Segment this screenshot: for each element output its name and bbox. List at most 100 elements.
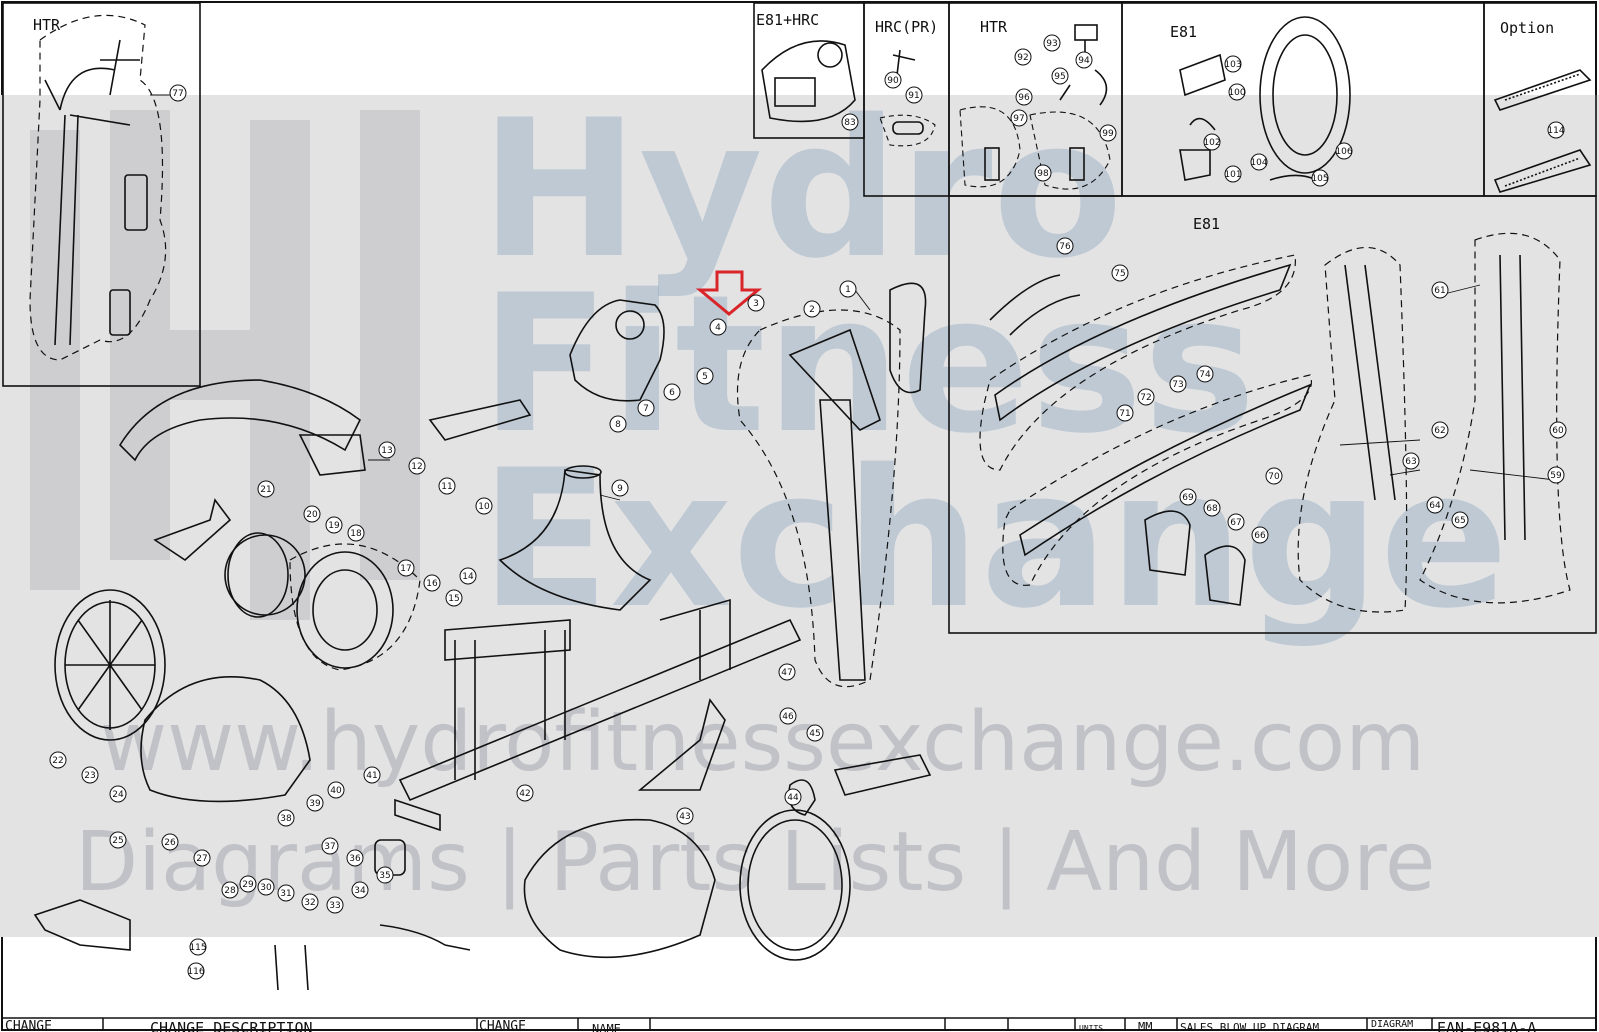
e81-arms xyxy=(979,232,1571,613)
callout-circle xyxy=(1014,48,1032,66)
callout-circle xyxy=(1311,169,1329,187)
callout-number: 40 xyxy=(330,786,342,796)
callout-number: 61 xyxy=(1434,286,1445,296)
callout-circle xyxy=(397,559,415,577)
shroud-9 xyxy=(498,465,652,611)
callout-number: 59 xyxy=(1550,471,1562,481)
e81-top-parts xyxy=(1179,16,1351,183)
callout-number: 66 xyxy=(1254,531,1266,541)
callout-circle xyxy=(516,784,534,802)
callout-circle xyxy=(1250,153,1268,171)
callout-number: 5 xyxy=(702,372,708,382)
callout-number: 39 xyxy=(309,799,321,809)
callout-circle xyxy=(1179,488,1197,506)
callout-number: 24 xyxy=(112,790,124,800)
callout-circle xyxy=(1547,121,1565,139)
callout-number: 60 xyxy=(1552,426,1564,436)
callout-number: 30 xyxy=(260,883,272,893)
callout-circle xyxy=(747,294,765,312)
callout-number: 76 xyxy=(1059,242,1071,252)
box-label-htr-left: HTR xyxy=(33,16,61,34)
callout-circle xyxy=(189,938,207,956)
callout-circle xyxy=(1402,452,1420,470)
callout-circle xyxy=(1547,466,1565,484)
callout-number: 67 xyxy=(1230,518,1241,528)
callout-circle xyxy=(611,479,629,497)
callout-number: 11 xyxy=(441,482,452,492)
callout-number: 65 xyxy=(1454,516,1465,526)
callout-circle xyxy=(109,831,127,849)
callout-circle xyxy=(1431,281,1449,299)
callout-circle xyxy=(257,878,275,896)
crank-46 xyxy=(637,698,726,791)
callout-number: 3 xyxy=(753,299,759,309)
callout-number: 105 xyxy=(1311,174,1328,184)
side-cover-24 xyxy=(140,676,311,803)
callout-circle xyxy=(1335,142,1353,160)
callout-number: 6 xyxy=(669,388,675,398)
callout-number: 34 xyxy=(354,886,366,896)
callout-circle xyxy=(696,367,714,385)
callout-number: 47 xyxy=(781,668,792,678)
callout-number: 46 xyxy=(782,712,794,722)
crank-21 xyxy=(153,498,232,562)
callout-circle xyxy=(839,280,857,298)
callout-circle xyxy=(326,896,344,914)
watermark-tagline: Diagrams | Parts Lists | And More xyxy=(75,815,1436,910)
callout-number: 77 xyxy=(172,89,183,99)
callout-circle xyxy=(257,480,275,498)
callout-number: 31 xyxy=(280,889,291,899)
console-6 xyxy=(569,299,665,402)
callout-number: 71 xyxy=(1119,409,1130,419)
callout-circle xyxy=(303,505,321,523)
tb-mm: MM xyxy=(1138,1020,1152,1032)
callout-number: 23 xyxy=(84,771,95,781)
callout-circle xyxy=(1015,88,1033,106)
callout-circle xyxy=(778,663,796,681)
watermark-logo xyxy=(30,110,420,620)
callout-circle xyxy=(408,457,426,475)
callout-circle xyxy=(784,788,802,806)
callout-circle xyxy=(277,884,295,902)
callout-circle xyxy=(1056,237,1074,255)
tb-change-no: CHANGE xyxy=(5,1019,52,1032)
callout-number: 100 xyxy=(1228,88,1245,98)
callout-circle xyxy=(221,881,239,899)
callout-number: 115 xyxy=(189,943,206,953)
callout-number: 41 xyxy=(366,771,377,781)
callout-circle xyxy=(841,113,859,131)
callout-number: 18 xyxy=(350,529,362,539)
callout-circle xyxy=(161,833,179,851)
callout-circle xyxy=(1549,421,1567,439)
callout-circle xyxy=(1251,526,1269,544)
callout-number: 42 xyxy=(519,789,530,799)
watermark-url: www.hydrofitnessexchange.com xyxy=(100,695,1425,790)
callout-number: 94 xyxy=(1078,56,1090,66)
callout-circle xyxy=(169,84,187,102)
callout-circle xyxy=(803,300,821,318)
callout-circle xyxy=(187,962,205,980)
callout-number: 19 xyxy=(328,521,340,531)
pedal-12 xyxy=(428,399,532,441)
callout-circle xyxy=(1116,404,1134,422)
callout-number: 68 xyxy=(1206,504,1218,514)
callout-number: 12 xyxy=(411,462,422,472)
callout-number: 26 xyxy=(164,838,176,848)
console-83 xyxy=(761,40,856,123)
callout-circle xyxy=(49,751,67,769)
callout-number: 83 xyxy=(844,118,855,128)
drive-belt-20 xyxy=(227,532,289,618)
callout-circle xyxy=(663,383,681,401)
callout-number: 63 xyxy=(1405,457,1416,467)
callout-number: 22 xyxy=(52,756,63,766)
callout-circle xyxy=(325,516,343,534)
callout-circle xyxy=(378,441,396,459)
callout-circle xyxy=(1203,133,1221,151)
callout-circle xyxy=(475,497,493,515)
callout-circle xyxy=(884,71,902,89)
callout-circle xyxy=(1010,109,1028,127)
callout-number: 25 xyxy=(112,836,123,846)
callout-number: 64 xyxy=(1429,501,1441,511)
callout-number: 96 xyxy=(1018,93,1030,103)
callout-group: 1234567891011121314151617181920212223242… xyxy=(49,34,1567,980)
